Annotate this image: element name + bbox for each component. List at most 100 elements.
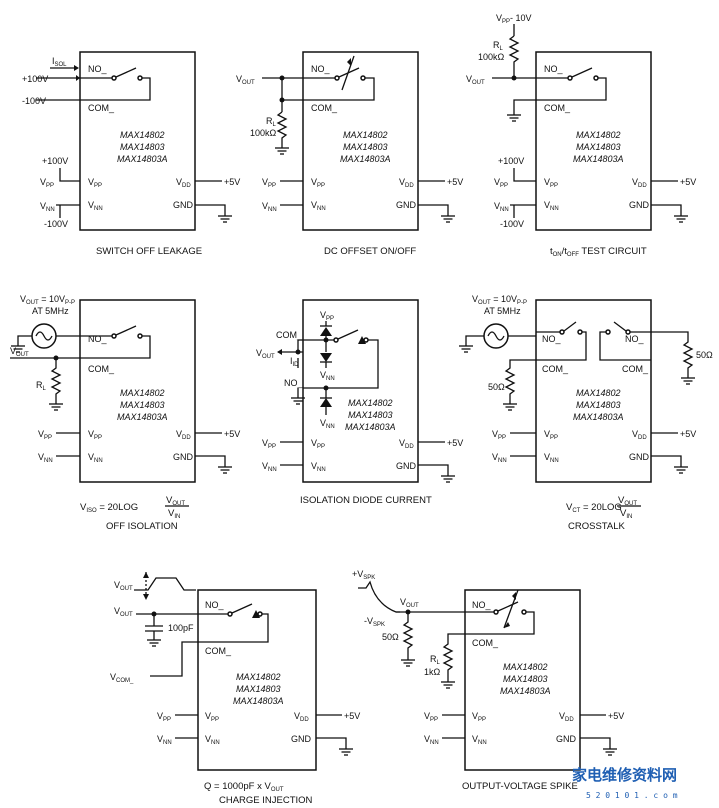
pin-vdd: VDD	[176, 429, 191, 441]
pin-gnd: GND	[396, 461, 417, 471]
chip-box	[197, 589, 317, 771]
pin-gnd: GND	[556, 734, 577, 744]
pin-no-label: NO_	[544, 64, 564, 74]
pin-vpp: VPP	[88, 429, 102, 441]
circuit-ton-toff: NO_ COM_ VPP- 10V RL 100kΩ VOUT MAX14802…	[466, 13, 696, 258]
pin-vdd: VDD	[294, 711, 309, 723]
vcom-label: VCOM_	[110, 672, 134, 684]
pin-gnd: GND	[396, 200, 417, 210]
isol-label: ISOL	[52, 56, 67, 68]
vpp-diode-label: VPP	[320, 310, 334, 322]
vpp-supply: +100V	[498, 156, 524, 166]
rl-label: RL	[430, 654, 441, 666]
chip-box	[535, 51, 652, 231]
pin-gnd: GND	[173, 452, 194, 462]
vout-label: VOUT	[256, 348, 275, 360]
pin-no-label: NO_	[472, 600, 492, 610]
pin-no-label: NO_	[311, 64, 331, 74]
vpp-minus-10v: VPP- 10V	[496, 13, 532, 25]
r1-label: 50Ω	[382, 632, 399, 642]
pin-no-1-label: NO_	[542, 334, 562, 344]
vpp-supply: +100V	[42, 156, 68, 166]
vpp-ext: VPP	[494, 177, 508, 189]
circuit-isolation-diode: VPP VNN VNN COM_ VOUT IID NO_ MAX14802 M…	[256, 299, 463, 506]
pin-vnn: VNN	[88, 452, 103, 464]
vnn-supply: -100V	[44, 219, 68, 229]
formula-vct: VCT = 20LOG	[566, 502, 622, 514]
vdd-supply: +5V	[447, 177, 463, 187]
chip-name-2: MAX14803	[236, 684, 281, 694]
vdd-supply: +5V	[608, 711, 624, 721]
formula-num: VOUT	[166, 495, 185, 507]
pin-vdd: VDD	[632, 177, 647, 189]
caption-output-spike: OUTPUT-VOLTAGE SPIKE	[462, 781, 578, 792]
caption-ton-toff: tON/tOFF TEST CIRCUIT	[550, 246, 647, 258]
vdd-supply: +5V	[447, 438, 463, 448]
pin-vpp: VPP	[472, 711, 486, 723]
chip-name-2: MAX14803	[503, 674, 548, 684]
vdd-supply: +5V	[224, 429, 240, 439]
r2-label: 50Ω	[696, 350, 713, 360]
chip-name-2: MAX14803	[576, 142, 621, 152]
vnn-ext: VNN	[262, 201, 277, 213]
circuit-off-isolation: NO_ COM_ VOUT = 10VP-P AT 5MHz VOUT RL M…	[10, 294, 240, 532]
pin-com-label: COM_	[88, 103, 115, 113]
chip-name-3: MAX14803A	[117, 154, 168, 164]
pin-vnn: VNN	[311, 200, 326, 212]
vnn-ext: VNN	[494, 201, 509, 213]
chip-name-2: MAX14803	[120, 142, 165, 152]
pin-vnn: VNN	[88, 200, 103, 212]
rl-value: 100kΩ	[250, 128, 277, 138]
pin-vpp: VPP	[205, 711, 219, 723]
pin-com-label: COM_	[205, 646, 232, 656]
pin-no-label: NO_	[88, 64, 108, 74]
pin-vdd: VDD	[176, 177, 191, 189]
chip-box	[79, 51, 196, 231]
pin-vpp: VPP	[544, 429, 558, 441]
vout-label: VOUT	[466, 74, 485, 86]
pin-vpp: VPP	[544, 177, 558, 189]
vpp-ext: VPP	[157, 711, 171, 723]
pin-vnn: VNN	[205, 734, 220, 746]
chip-box	[535, 299, 652, 483]
rl-label: RL	[36, 380, 47, 392]
vdd-supply: +5V	[344, 711, 360, 721]
chip-name-3: MAX14803A	[345, 422, 396, 432]
chip-name-2: MAX14803	[348, 410, 393, 420]
pin-com-label: COM_	[544, 103, 571, 113]
vnn-ext: VNN	[40, 201, 55, 213]
vpp-ext: VPP	[38, 429, 52, 441]
source-freq: AT 5MHz	[32, 306, 69, 316]
chip-box	[79, 299, 196, 483]
source-label: VOUT = 10VP-P	[20, 294, 75, 306]
pin-vdd: VDD	[399, 438, 414, 450]
watermark-text: 家电维修资料网	[572, 766, 677, 784]
pin-no-label: NO_	[88, 334, 108, 344]
chip-name-3: MAX14803A	[233, 696, 284, 706]
circuit-charge-injection: NO_ COM_ VOUT VOUT 100pF VCOM_ MAX14802 …	[110, 572, 360, 806]
pin-gnd: GND	[629, 200, 650, 210]
pin-com-label: COM_	[472, 638, 499, 648]
vdd-supply: +5V	[224, 177, 240, 187]
no-ext-label: NO_	[284, 378, 304, 388]
pin-vdd: VDD	[559, 711, 574, 723]
chip-name-1: MAX14802	[343, 130, 388, 140]
caption-isolation-diode: ISOLATION DIODE CURRENT	[300, 495, 432, 506]
chip-name-1: MAX14802	[120, 130, 165, 140]
pin-vnn: VNN	[311, 461, 326, 473]
vpp-ext: VPP	[40, 177, 54, 189]
input-plus-100v: +100V	[22, 74, 48, 84]
cap-label: 100pF	[168, 623, 194, 633]
pin-com-1-label: COM_	[542, 364, 569, 374]
vnn-diode-label-1: VNN	[320, 370, 335, 382]
pin-no-2-label: NO_	[625, 334, 645, 344]
rl-label: RL	[266, 116, 277, 128]
pin-com-label: COM_	[88, 364, 115, 374]
pin-vdd: VDD	[399, 177, 414, 189]
pin-com-label: COM_	[311, 103, 338, 113]
pin-gnd: GND	[173, 200, 194, 210]
circuit-switch-off-leakage: NO_ COM_ ISOL +100V -100V MAX14802 MAX14…	[22, 51, 240, 257]
chip-box	[302, 299, 419, 483]
chip-box	[302, 51, 419, 231]
